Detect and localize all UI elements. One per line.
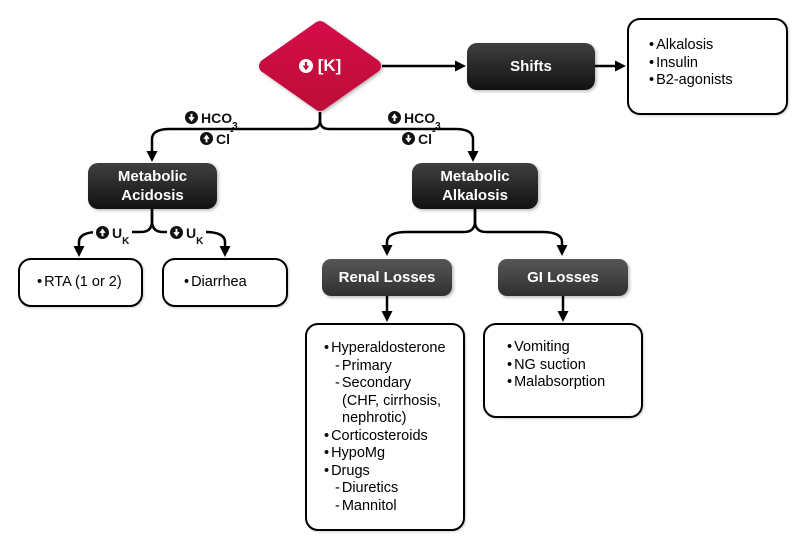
edge-label-uk-up: UK [93,224,133,248]
list-item: (CHF, cirrhosis, [342,392,442,409]
list-item: •HypoMg [324,445,386,461]
arrowhead [556,245,568,256]
edge-label-text: HCO3 [404,109,441,133]
list-item: -Secondary [335,375,412,391]
arrowhead [73,246,85,257]
circle-down-arrow-icon [299,59,313,73]
circle-down-arrow-icon [170,226,183,239]
list-item: -Primary [335,357,392,374]
renal-causes-listbox: •Hyperaldosterone -Primary -Secondary (C… [305,323,465,531]
arrowhead [219,246,231,257]
gi-causes-listbox: •Vomiting •NG suction •Malabsorption [483,323,643,418]
node-shifts: Shifts [467,43,595,90]
arrowhead [146,151,158,162]
list-item: •B2-agonists [649,72,733,88]
edge-label-text: UK [112,224,130,248]
edge-label-text: Cl- [418,124,436,147]
arrowhead [467,151,479,162]
node-metabolic-acidosis: Metabolic Acidosis [88,163,217,209]
arrowhead [615,60,626,72]
root-diamond-shape [259,21,381,111]
list-item: •Malabsorption [507,374,606,390]
arrowhead [455,60,466,72]
list-item: -Diuretics [335,480,399,496]
list-item: nephrotic) [342,410,407,426]
node-renal-losses-label: Renal Losses [338,269,436,286]
list-item: •Hyperaldosterone [324,340,446,356]
list-item: -Mannitol [335,497,397,514]
node-label-line: Acidosis [121,187,184,204]
edge-alkalosis-to-gi [473,209,564,245]
circle-up-arrow-icon [388,111,401,124]
list-item: •Vomiting [507,339,570,355]
edge-label-text: HCO3 [201,109,238,133]
edge-diamond-to-alkalosis [318,112,475,151]
node-label-line: Alkalosis [442,187,508,204]
circle-up-arrow-icon [96,226,109,239]
arrowhead [557,311,569,322]
edge-label-hco3-down: HCO3 [185,109,238,133]
list-item: •NG suction [507,356,586,373]
node-gi-losses: GI Losses [498,259,628,296]
list-item: •Alkalosis [649,37,714,53]
arrowhead [381,245,393,256]
node-gi-losses-label: GI Losses [527,269,599,286]
circle-down-arrow-icon [402,132,415,145]
node-renal-losses: Renal Losses [322,259,452,296]
edge-label-uk-down: UK [167,224,207,248]
circle-up-arrow-icon [200,132,213,145]
node-label-line: Metabolic [440,168,510,185]
edge-alkalosis-to-renal [385,209,477,245]
list-item: •Insulin [649,54,698,71]
root-label: [K] [317,56,342,75]
rta-listbox: •RTA (1 or 2) [18,258,143,307]
edge-label-text: Cl- [216,124,234,147]
root-node-label-group: [K] [262,56,378,76]
shift-causes-listbox: •Alkalosis •Insulin •B2-agonists [627,18,788,115]
edge-label-cl-down: Cl- [402,124,436,147]
node-label-line: Metabolic [117,168,188,185]
list-item: •RTA (1 or 2) [37,273,122,290]
node-shifts-label: Shifts [510,58,552,75]
edge-label-cl-up: Cl- [200,124,234,147]
edge-label-hco3-up: HCO3 [388,109,441,133]
arrowhead [381,311,393,322]
list-item: •Drugs [324,462,370,479]
list-item: •Corticosteroids [324,427,428,444]
diarrhea-listbox: •Diarrhea [162,258,288,307]
circle-down-arrow-icon [185,111,198,124]
list-item: •Diarrhea [184,273,247,290]
node-metabolic-alkalosis: Metabolic Alkalosis [412,163,538,209]
edge-label-text: UK [186,224,204,248]
